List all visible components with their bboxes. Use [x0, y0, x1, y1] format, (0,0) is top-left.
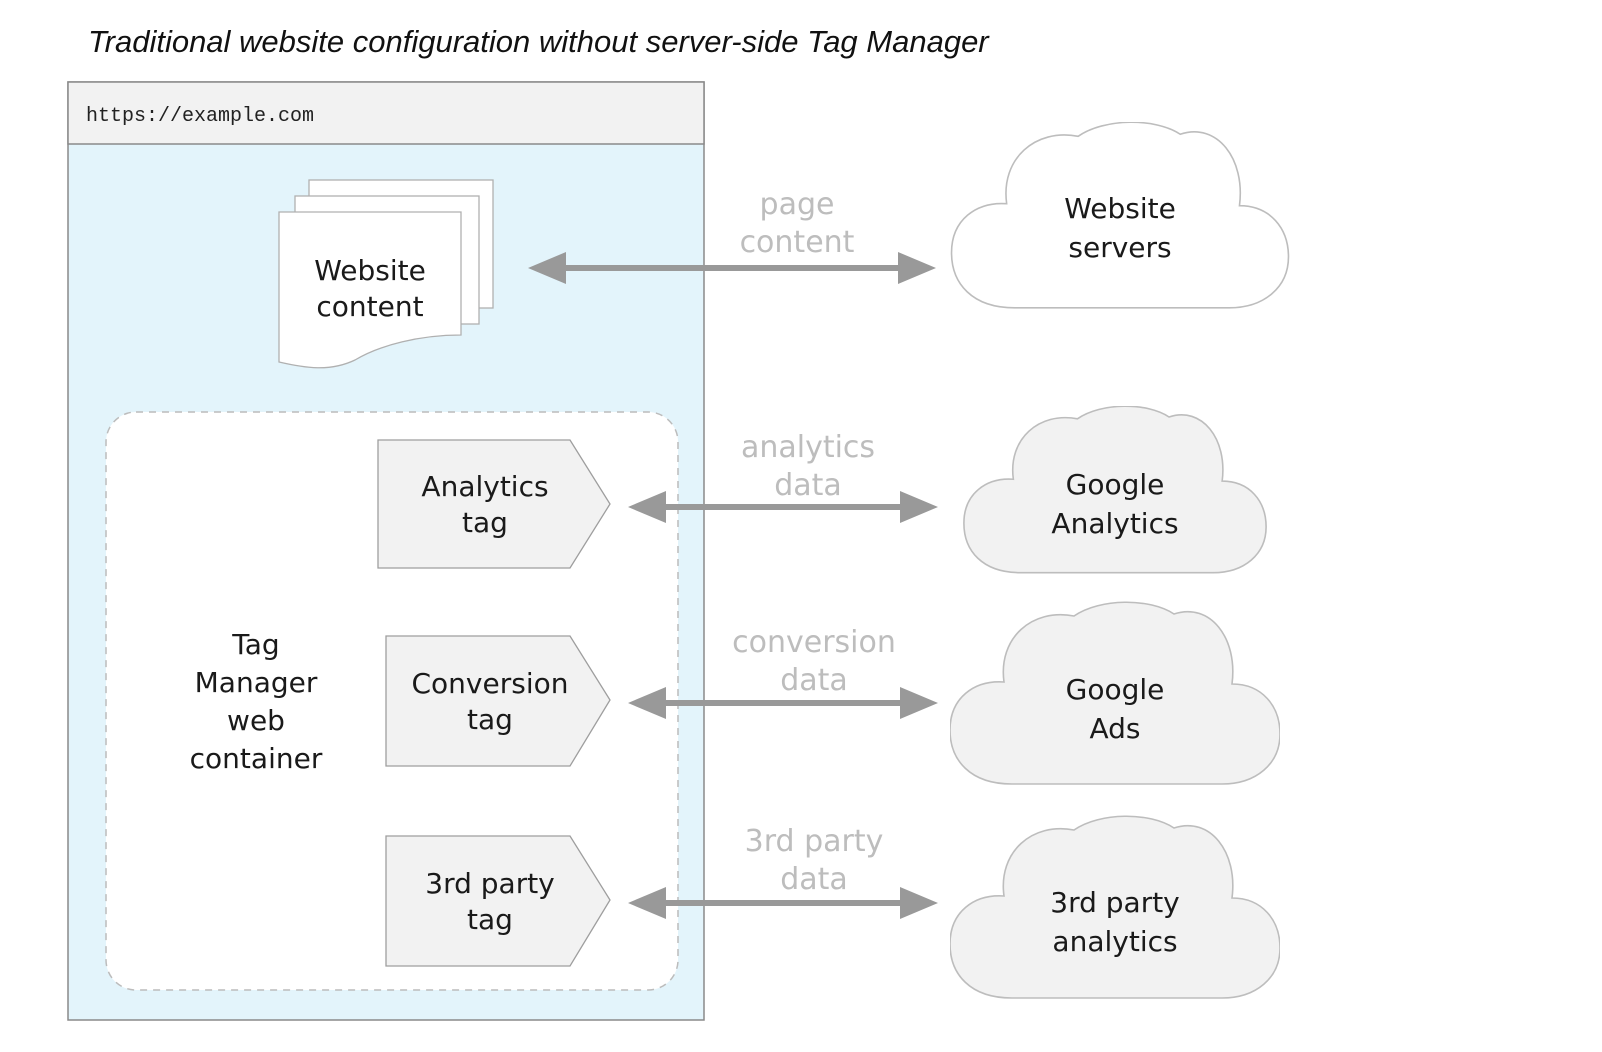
- diagram-title: Traditional website configuration withou…: [88, 24, 990, 59]
- website-content-label-1: Website: [314, 254, 426, 287]
- arrow-head-left: [628, 887, 666, 919]
- conversion-data-label-2: data: [780, 663, 848, 698]
- third-party-tag-label-2: tag: [467, 903, 513, 936]
- third-party-data-label-2: data: [780, 862, 848, 897]
- website-servers-label-1: Website: [1064, 192, 1176, 225]
- conversion-data-arrow: [628, 687, 938, 719]
- container-label-1: Tag: [231, 628, 279, 661]
- google-ads-label-1: Google: [1066, 673, 1165, 706]
- arrow-head-right: [900, 887, 938, 919]
- container-label-4: container: [190, 742, 323, 775]
- analytics-tag: Analytics tag: [377, 439, 611, 569]
- google-analytics-label-1: Google: [1066, 468, 1165, 501]
- google-analytics-cloud: Google Analytics: [963, 406, 1267, 574]
- page-content-label-1: page: [760, 187, 835, 222]
- google-analytics-label-2: Analytics: [1051, 507, 1178, 540]
- arrow-head-left: [628, 687, 666, 719]
- analytics-data-arrow: [628, 491, 938, 523]
- document-icon: [278, 211, 462, 369]
- container-label-2: Manager: [195, 666, 318, 699]
- third-party-data-arrow: [628, 887, 938, 919]
- tag-shape: [385, 835, 611, 967]
- third-party-analytics-cloud: 3rd party analytics: [950, 815, 1280, 999]
- website-servers-cloud: Website servers: [950, 122, 1290, 309]
- website-servers-label-2: servers: [1068, 231, 1171, 264]
- google-ads-label-2: Ads: [1089, 712, 1140, 745]
- container-label-3: web: [227, 704, 285, 737]
- conversion-tag-label-2: tag: [467, 703, 513, 736]
- conversion-data-label-1: conversion: [732, 625, 896, 660]
- arrow-head-left: [528, 252, 566, 284]
- analytics-tag-label-2: tag: [462, 506, 508, 539]
- third-party-data-label-1: 3rd party: [745, 824, 884, 859]
- website-content-label-2: content: [316, 290, 423, 323]
- browser-url: https://example.com: [86, 105, 314, 128]
- page-content-label-2: content: [740, 225, 855, 260]
- website-content-node: Website content: [278, 179, 494, 369]
- analytics-data-label-2: data: [774, 468, 842, 503]
- third-party-tag: 3rd party tag: [385, 835, 611, 967]
- arrow-head-right: [900, 491, 938, 523]
- analytics-data-label-1: analytics: [741, 430, 875, 465]
- arrow-head-left: [628, 491, 666, 523]
- third-party-analytics-label-2: analytics: [1052, 925, 1177, 958]
- tag-shape: [385, 635, 611, 767]
- page-content-arrow: [528, 252, 936, 284]
- conversion-tag: Conversion tag: [385, 635, 611, 767]
- arrow-head-right: [900, 687, 938, 719]
- google-ads-cloud: Google Ads: [950, 601, 1280, 785]
- browser-address-bar: [67, 81, 705, 145]
- third-party-analytics-label-1: 3rd party: [1050, 886, 1180, 919]
- tag-shape: [377, 439, 611, 569]
- analytics-tag-label-1: Analytics: [421, 470, 548, 503]
- conversion-tag-label-1: Conversion: [412, 667, 569, 700]
- third-party-tag-label-1: 3rd party: [425, 867, 555, 900]
- arrow-head-right: [898, 252, 936, 284]
